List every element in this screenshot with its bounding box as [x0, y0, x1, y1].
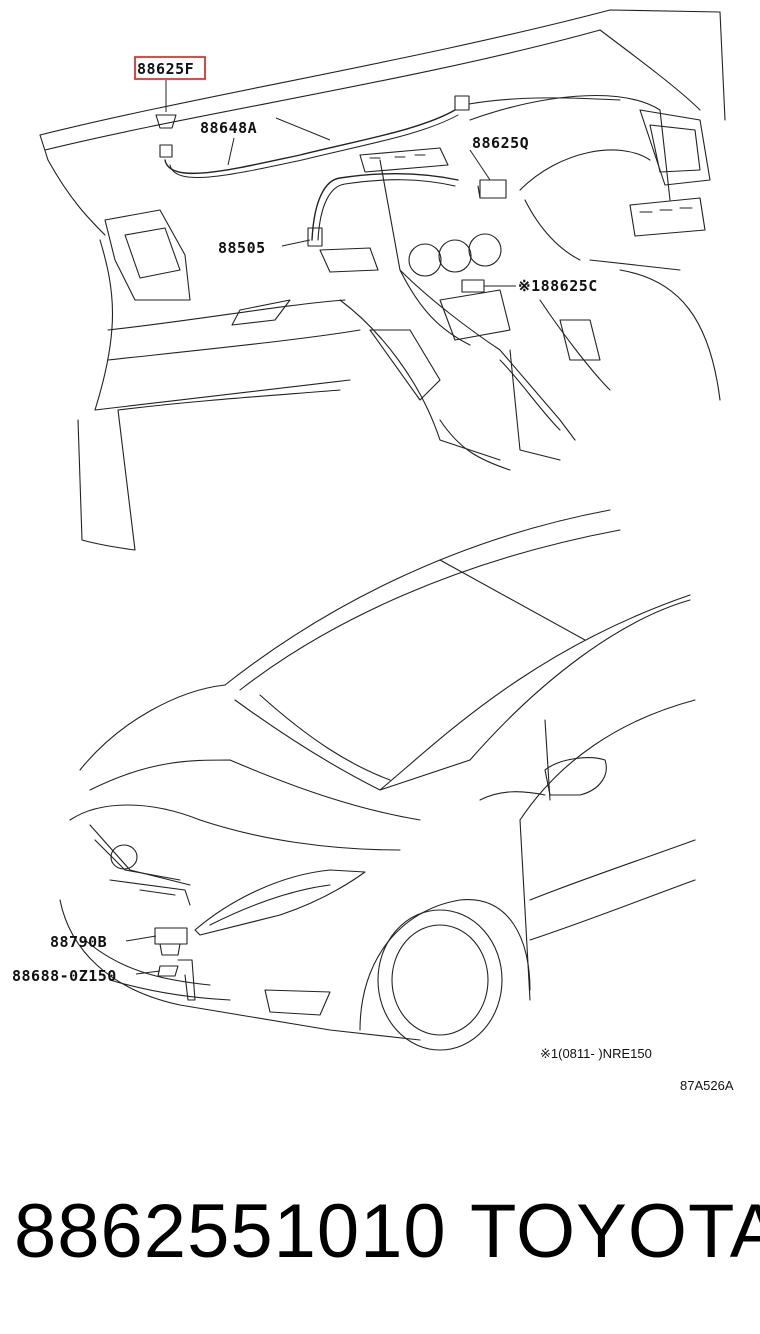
footnote: ※1(0811- )NRE150	[540, 1046, 652, 1061]
parts-diagram: 88625F 88648A 88625Q 88505 ※188625C 8879…	[12, 0, 734, 1093]
callout-88625f[interactable]: 88625F	[137, 60, 194, 78]
callout-88625q[interactable]: 88625Q	[472, 134, 529, 152]
callout-88505[interactable]: 88505	[218, 239, 266, 257]
brand-name: TOYOTA	[470, 1189, 760, 1274]
callout-88625c[interactable]: ※188625C	[518, 277, 598, 295]
highlight-box	[135, 57, 205, 79]
car-front-illustration	[60, 510, 695, 1050]
callout-lines	[126, 80, 516, 974]
callout-88648a[interactable]: 88648A	[200, 119, 257, 137]
dashboard-illustration	[40, 10, 725, 550]
figure-code: 87A526A	[680, 1078, 734, 1093]
callout-88790b[interactable]: 88790B	[50, 933, 107, 951]
callout-88688[interactable]: 88688-0Z150	[12, 967, 117, 985]
part-number: 8862551010	[14, 1189, 447, 1274]
